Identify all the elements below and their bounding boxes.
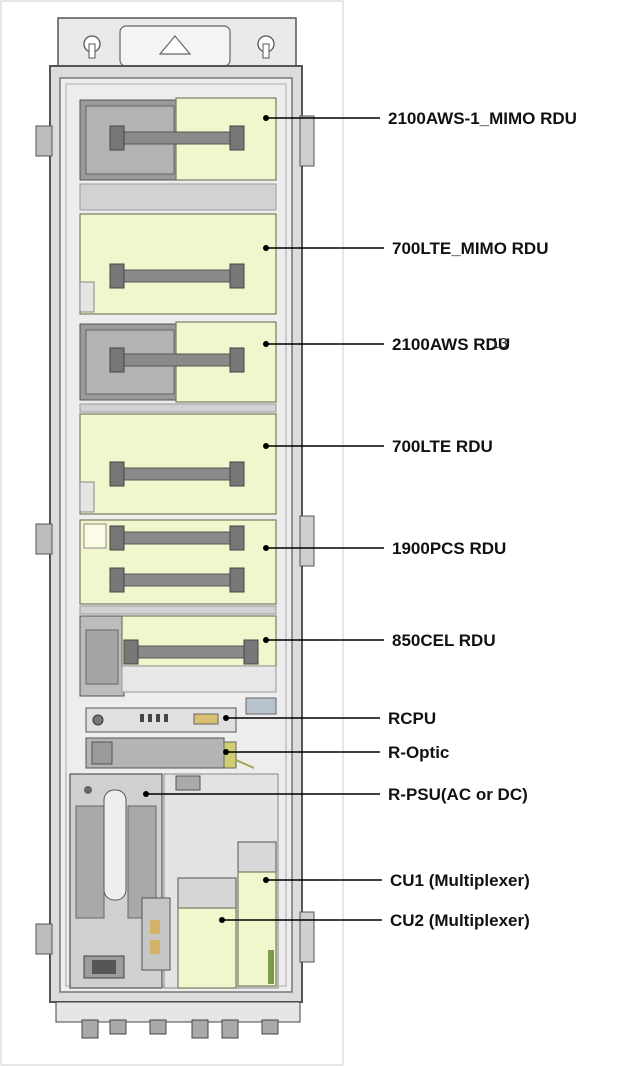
module-cu1 [237,841,277,987]
label-cu2: CU2 (Multiplexer) [390,911,530,930]
module-700lte-mimo-rdu [79,213,277,315]
label-rcpu: RCPU [388,709,436,728]
top-mounting-bracket [57,17,297,75]
module-cu2 [141,877,237,989]
page-number: 13 [491,335,508,352]
module-rcpu [85,697,277,733]
leader-dot-1900pcs-rdu [263,545,269,551]
leader-dot-850cel-rdu [263,637,269,643]
module-850cel-rdu [79,615,277,697]
label-r-optic: R-Optic [388,743,449,762]
leader-dot-r-optic [223,749,229,755]
leader-dot-2100aws-1-mimo-rdu [263,115,269,121]
callouts: 2100AWS-1_MIMO RDU 700LTE_MIMO RDU 2100AWS… [143,109,577,930]
label-2100aws-1-mimo-rdu: 2100AWS-1_MIMO RDU [388,109,577,128]
label-1900pcs-rdu: 1900PCS RDU [392,539,506,558]
leader-dot-2100aws-rdu [263,341,269,347]
module-r-optic [85,737,255,769]
label-850cel-rdu: 850CEL RDU [392,631,496,650]
module-2100aws-rdu [79,321,277,403]
leader-dot-700lte-rdu [263,443,269,449]
leader-dot-r-psu [143,791,149,797]
leader-dot-cu1 [263,877,269,883]
module-2100aws-1-mimo-rdu [79,97,277,181]
module-700lte-rdu [79,413,277,515]
leader-dot-cu2 [219,917,225,923]
label-r-psu: R-PSU(AC or DC) [388,785,528,804]
module-1900pcs-rdu [79,519,277,605]
leader-dot-rcpu [223,715,229,721]
leader-dot-700lte-mimo-rdu [263,245,269,251]
label-cu1: CU1 (Multiplexer) [390,871,530,890]
bottom-connectors [55,1001,301,1039]
module-r-psu [69,773,163,989]
label-2100aws-rdu: 2100AWS RDU [392,335,510,354]
label-700lte-mimo-rdu: 700LTE_MIMO RDU [392,239,549,258]
latch-right [299,115,315,963]
hinge-left [35,125,53,955]
label-700lte-rdu: 700LTE RDU [392,437,493,456]
